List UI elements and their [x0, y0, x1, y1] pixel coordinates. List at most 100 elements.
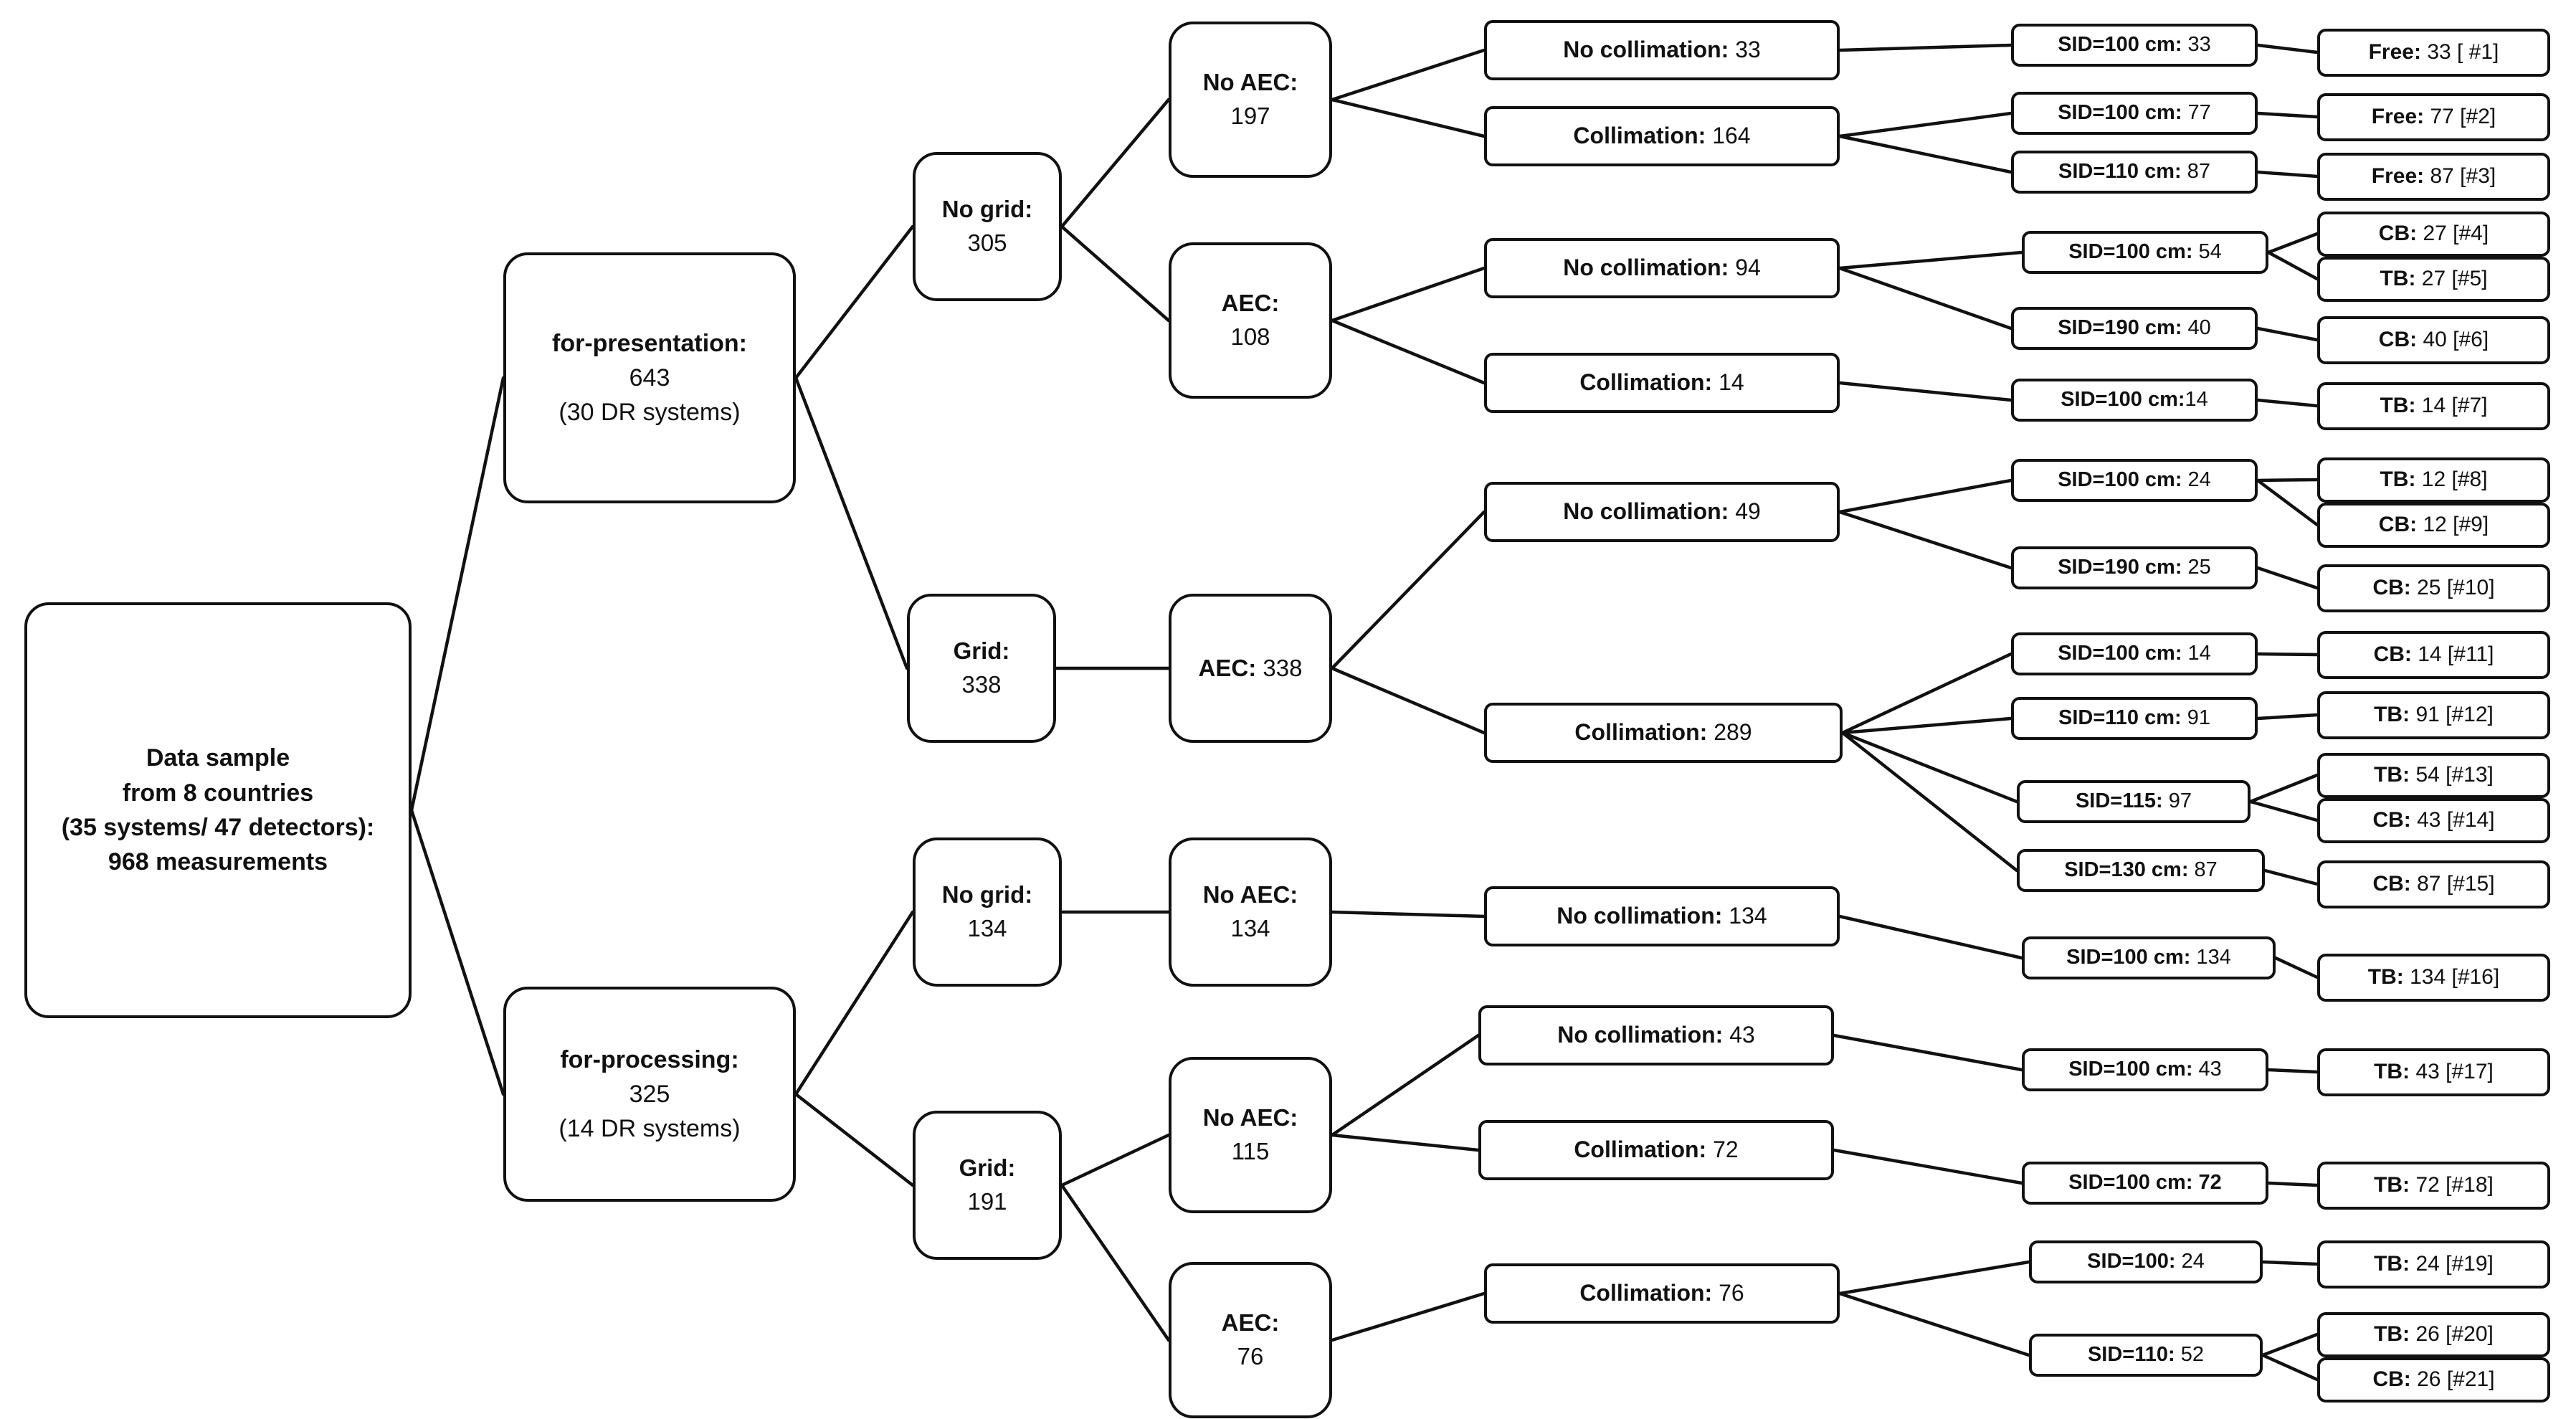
connector-line — [2266, 1068, 2319, 1074]
node-sid-9-text: SID=100 cm: 14 — [2058, 642, 2211, 665]
connector-line — [1832, 1148, 2024, 1185]
node-out-2-text: Free: 77 [#2] — [2371, 105, 2496, 129]
connector-line — [1060, 1183, 1171, 1342]
connector-line — [2256, 478, 2319, 527]
node-nogrid-processing: No grid:134 — [913, 837, 1062, 987]
connector-line — [794, 910, 915, 1096]
connector-line — [1838, 381, 2013, 402]
node-col-72: Collimation: 72 — [1478, 1120, 1834, 1180]
node-nogrid-processing-text: No grid: — [941, 881, 1033, 908]
node-sid-6: SID=100 cm:14 — [2011, 379, 2258, 422]
node-aec-76-text: AEC: — [1221, 1309, 1280, 1337]
node-out-19: TB: 24 [#19] — [2317, 1240, 2550, 1289]
node-out-5: TB: 27 [#5] — [2317, 257, 2550, 302]
connector-line — [1330, 910, 1486, 919]
node-out-10-text: CB: 25 [#10] — [2372, 576, 2495, 600]
node-out-20-text: TB: 26 [#20] — [2374, 1322, 2494, 1347]
node-col-289-text: Collimation: 289 — [1574, 719, 1752, 746]
node-sid-17: SID=110: 52 — [2029, 1334, 2263, 1377]
connector-line — [2261, 1260, 2319, 1266]
node-noaec-197-text: 197 — [1230, 103, 1270, 129]
node-sid-16-text: SID=100: 24 — [2087, 1250, 2205, 1273]
node-out-3-text: Free: 87 [#3] — [2371, 164, 2496, 189]
connector-line — [1838, 478, 2013, 514]
node-grid-presentation: Grid:338 — [907, 594, 1056, 743]
node-out-7: TB: 14 [#7] — [2317, 382, 2550, 430]
node-root-text: 968 measurements — [108, 848, 328, 876]
node-col-134: No collimation: 134 — [1484, 886, 1840, 946]
node-sid-11-text: SID=115: 97 — [2075, 789, 2192, 813]
node-col-14: Collimation: 14 — [1484, 353, 1840, 413]
node-aec-76: AEC: 76 — [1169, 1262, 1332, 1418]
connector-line — [2248, 799, 2319, 822]
node-for-processing: for-processing:325(14 DR systems) — [503, 987, 796, 1202]
node-out-14: CB: 43 [#14] — [2317, 798, 2550, 843]
node-nogrid-presentation-text: No grid: — [941, 196, 1033, 223]
connector-line — [1838, 43, 2013, 52]
node-col-49-text: No collimation: 49 — [1563, 498, 1761, 525]
node-grid-processing-text: 191 — [967, 1188, 1007, 1215]
node-col-94-text: No collimation: 94 — [1563, 255, 1761, 281]
node-out-1-text: Free: 33 [ #1] — [2368, 40, 2499, 65]
node-out-15: CB: 87 [#15] — [2317, 860, 2550, 908]
connector-line — [2256, 43, 2319, 54]
connector-line — [2256, 566, 2319, 590]
node-noaec-134: No AEC:134 — [1169, 837, 1332, 987]
node-out-12-text: TB: 91 [#12] — [2374, 703, 2494, 727]
connector-line — [1330, 666, 1486, 735]
connector-line — [1840, 716, 2013, 735]
node-out-2: Free: 77 [#2] — [2317, 93, 2550, 141]
node-out-12: TB: 91 [#12] — [2317, 691, 2550, 739]
node-sid-13: SID=100 cm: 134 — [2022, 936, 2276, 979]
node-for-presentation-text: (30 DR systems) — [559, 399, 741, 427]
node-aec-338-text: AEC: 338 — [1198, 654, 1303, 681]
node-aec-76-text: 76 — [1237, 1343, 1264, 1370]
node-out-9: CB: 12 [#9] — [2317, 503, 2550, 548]
connector-line — [794, 1092, 915, 1187]
node-aec-108-text: 108 — [1230, 323, 1270, 350]
node-noaec-134-text: 134 — [1230, 915, 1270, 941]
connector-line — [1840, 731, 2019, 804]
node-out-16-text: TB: 134 [#16] — [2367, 965, 2500, 989]
node-out-8-text: TB: 12 [#8] — [2380, 468, 2488, 492]
connector-line — [1330, 1033, 1481, 1137]
node-col-33-text: No collimation: 33 — [1563, 37, 1761, 63]
connector-line — [1838, 1291, 2031, 1357]
connector-line — [1838, 250, 2024, 270]
connector-line — [2263, 868, 2319, 886]
connector-line — [1330, 266, 1486, 323]
node-out-13: TB: 54 [#13] — [2317, 753, 2550, 798]
node-for-presentation-text: for-presentation: — [552, 329, 747, 357]
node-grid-processing: Grid:191 — [913, 1111, 1062, 1260]
node-grid-presentation-text: 338 — [961, 671, 1002, 698]
node-out-14-text: CB: 43 [#14] — [2372, 808, 2495, 832]
node-sid-2: SID=100 cm: 77 — [2011, 92, 2258, 135]
node-col-94: No collimation: 94 — [1484, 238, 1840, 298]
connector-line — [1840, 652, 2013, 735]
connector-line — [2266, 232, 2319, 255]
node-sid-10-text: SID=110 cm: 91 — [2058, 706, 2210, 730]
connector-line — [1330, 98, 1486, 138]
connector-line — [794, 224, 915, 380]
node-out-17: TB: 43 [#17] — [2317, 1048, 2550, 1096]
node-out-11: CB: 14 [#11] — [2317, 631, 2550, 679]
node-out-4: CB: 27 [#4] — [2317, 212, 2550, 257]
node-out-8: TB: 12 [#8] — [2317, 457, 2550, 503]
node-out-9-text: CB: 12 [#9] — [2378, 513, 2489, 537]
node-out-3: Free: 87 [#3] — [2317, 153, 2550, 201]
connector-line — [2266, 1181, 2319, 1187]
node-sid-3-text: SID=110 cm: 87 — [2058, 160, 2210, 184]
node-sid-13-text: SID=100 cm: 134 — [2066, 946, 2231, 969]
connector-line — [2256, 398, 2319, 408]
connector-line — [1840, 731, 2019, 873]
connector-line — [2256, 326, 2319, 342]
node-out-16: TB: 134 [#16] — [2317, 954, 2550, 1002]
node-out-6: CB: 40 [#6] — [2317, 316, 2550, 364]
node-sid-11: SID=115: 97 — [2017, 780, 2251, 823]
connector-line — [1838, 510, 2013, 570]
node-col-76-text: Collimation: 76 — [1579, 1280, 1744, 1306]
node-sid-5: SID=190 cm: 40 — [2011, 307, 2258, 350]
node-out-13-text: TB: 54 [#13] — [2374, 763, 2494, 787]
